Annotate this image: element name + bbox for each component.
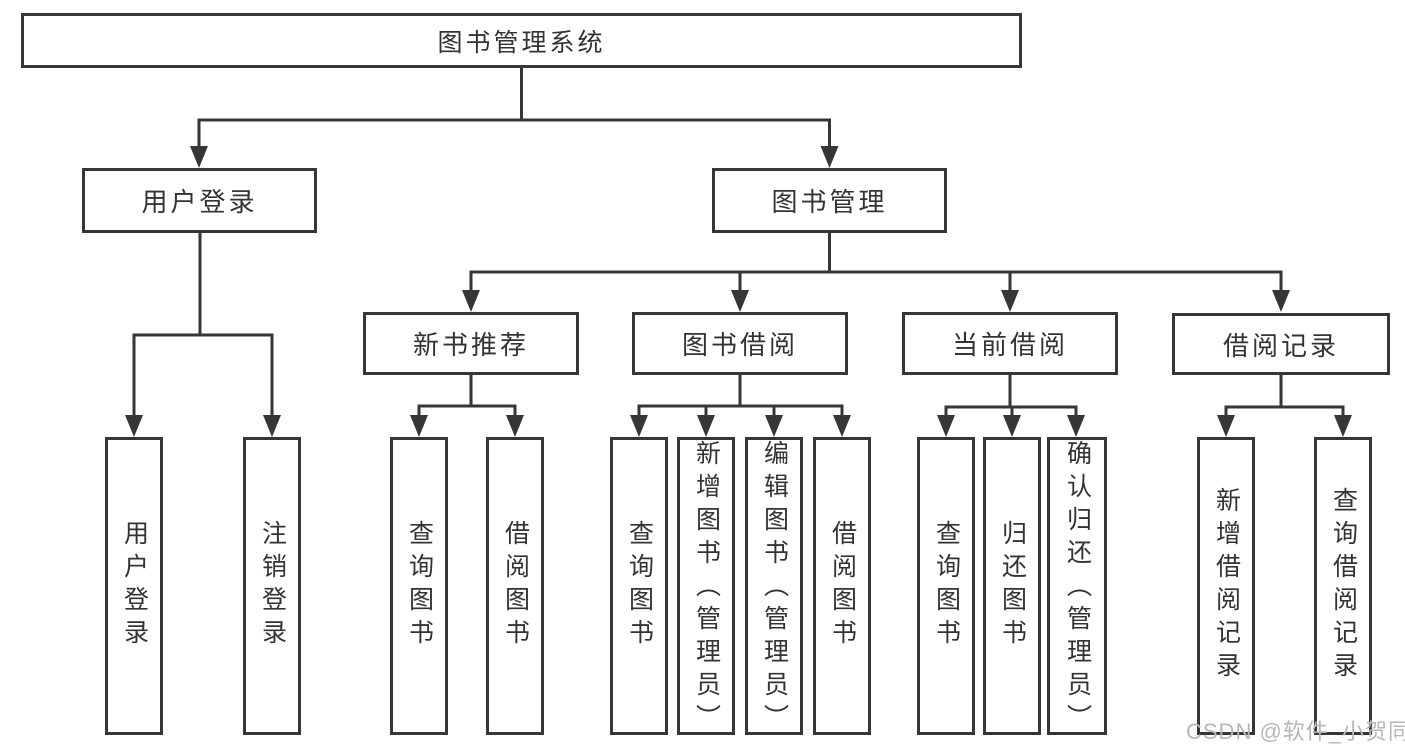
connector-record-split: [1217, 375, 1352, 437]
leaf-logout: 注销登录: [243, 437, 301, 735]
leaf-recommend-borrow-book: 借阅图书: [486, 437, 544, 735]
node-book-manage: 图书管理: [712, 168, 947, 233]
leaf-borrow-edit-book-admin: 编辑图书（管理员）: [745, 437, 803, 737]
leaf-borrow-borrow-book: 借阅图书: [813, 437, 871, 735]
connector-current-split: [937, 375, 1085, 437]
connector-root-split: [190, 68, 839, 168]
node-current-borrow: 当前借阅: [902, 312, 1118, 375]
leaf-current-return-book: 归还图书: [983, 437, 1041, 735]
node-book-borrow: 图书借阅: [632, 312, 848, 375]
leaf-recommend-query-book: 查询图书: [390, 437, 448, 735]
leaf-current-query-book: 查询图书: [917, 437, 975, 735]
leaf-borrow-add-book-admin: 新增图书（管理员）: [677, 437, 735, 737]
node-user-login: 用户登录: [82, 168, 317, 233]
leaf-user-login: 用户登录: [105, 437, 163, 735]
leaf-record-add-borrow-record: 新增借阅记录: [1197, 437, 1255, 735]
leaf-current-confirm-return-admin: 确认归还（管理员）: [1047, 437, 1107, 737]
connector-recommend-split: [410, 375, 524, 437]
node-borrow-record: 借阅记录: [1172, 313, 1390, 375]
connector-book-manage-split: [462, 233, 1290, 312]
csdn-watermark: CSDN @软件_小贺同学: [1186, 719, 1405, 744]
node-library-system: 图书管理系统: [21, 13, 1022, 68]
connector-borrow-split: [630, 375, 851, 437]
node-new-book-recommend: 新书推荐: [363, 312, 579, 375]
leaf-record-query-borrow-record: 查询借阅记录: [1314, 437, 1372, 735]
leaf-borrow-query-book: 查询图书: [610, 437, 668, 735]
connector-user-login-split: [125, 233, 281, 437]
